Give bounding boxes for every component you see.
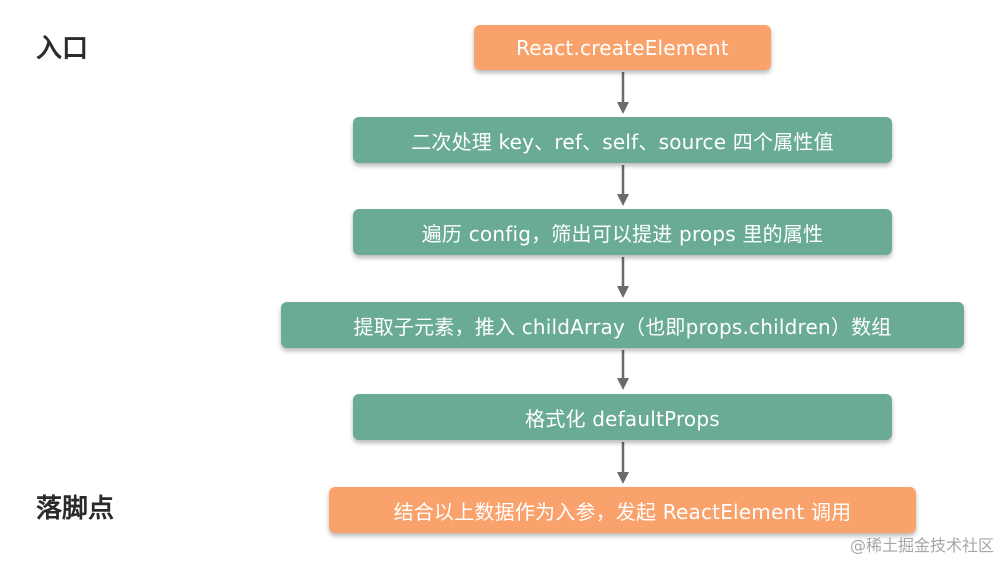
landing-label: 落脚点: [36, 494, 115, 524]
arrow-1: [617, 72, 629, 114]
watermark: @稀土掘金技术社区: [849, 536, 994, 555]
arrow-4: [617, 350, 629, 390]
node-process-props: 二次处理 key、ref、self、source 四个属性值: [353, 117, 892, 163]
node-create-element: React.createElement: [474, 25, 771, 70]
node-extract-children: 提取子元素，推入 childArray（也即props.children）数组: [281, 302, 964, 348]
node-format-default-props: 格式化 defaultProps: [353, 394, 892, 440]
node-iterate-config: 遍历 config，筛出可以提进 props 里的属性: [353, 209, 892, 255]
entry-label: 入口: [36, 34, 89, 64]
arrow-2: [617, 165, 629, 206]
node-call-react-element: 结合以上数据作为入参，发起 ReactElement 调用: [329, 487, 916, 533]
arrow-3: [617, 257, 629, 298]
arrow-5: [617, 442, 629, 484]
